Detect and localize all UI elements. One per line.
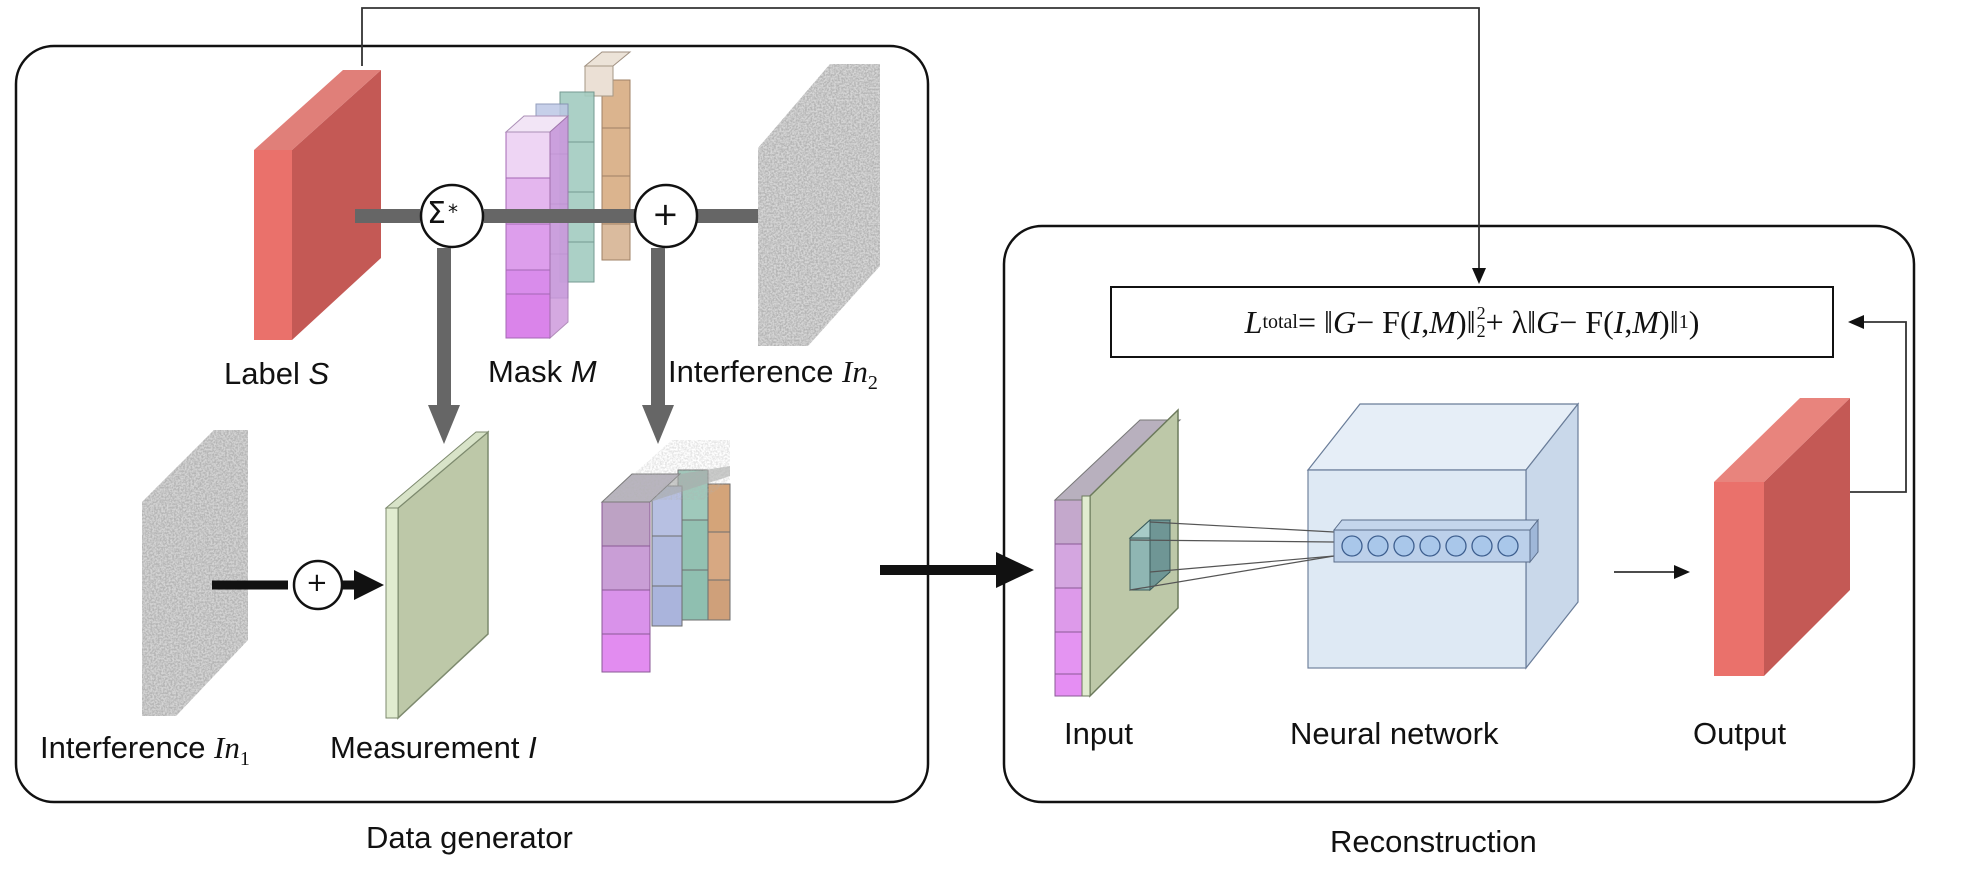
formula-comma1: , (1421, 303, 1430, 340)
label-s-prefix: Label (224, 356, 309, 391)
formula-G1: G (1333, 303, 1357, 340)
formula-L-sub: total (1262, 310, 1298, 333)
formula-I1: I (1410, 303, 1422, 340)
formula-plus-lambda: + λ‖ (1485, 303, 1537, 340)
formula-sup1: 2 (1476, 303, 1486, 323)
measurement-i-prefix: Measurement (330, 730, 529, 765)
plus-operator-top (633, 183, 699, 249)
interference-in1-sub: 1 (239, 748, 250, 770)
formula-eq: = ‖ (1297, 303, 1334, 340)
mask-m-cubes (504, 51, 632, 340)
formula-minus2: − F( (1559, 303, 1614, 340)
formula-L: L (1244, 303, 1263, 340)
sum-symbol: Σ* (427, 199, 458, 229)
formula-minus1: − F( (1356, 303, 1411, 340)
nn-to-output-arrow (1614, 565, 1690, 579)
interference-in2-caption: Interference In2 (668, 356, 878, 393)
data-generator-panel (14, 44, 930, 804)
plus-symbol-bottom: + (306, 568, 328, 598)
interference-in1-var: In (214, 730, 240, 765)
mask-m-prefix: Mask (488, 354, 571, 389)
measurement-i-slab (384, 430, 490, 720)
interference-in1-slab (142, 430, 248, 716)
neural-network-caption: Neural network (1290, 716, 1499, 751)
reconstruction-caption: Reconstruction (1330, 824, 1537, 859)
neural-network-cube (1129, 402, 1580, 670)
interference-in2-var: In (842, 354, 868, 389)
formula-sub1: 2 (1476, 321, 1486, 341)
formula-G2: G (1536, 303, 1560, 340)
formula-close1: )‖ (1455, 303, 1476, 340)
formula-sub2: 1 (1678, 310, 1689, 333)
interference-in2-slab (758, 64, 880, 346)
formula-comma2: , (1624, 303, 1633, 340)
label-s-var: S (308, 356, 330, 391)
measurement-i-var: I (528, 730, 537, 765)
masked-measurement-cubes (600, 440, 731, 673)
plus-symbol-top: + (652, 195, 679, 233)
formula-M2: M (1632, 303, 1660, 340)
interference-in2-sub: 2 (867, 372, 878, 394)
interference-in1-caption: Interference In1 (40, 732, 250, 769)
data-generator-caption: Data generator (366, 820, 573, 855)
input-caption: Input (1064, 716, 1133, 751)
sum-sigma: Σ (427, 196, 446, 231)
plus-operator-bottom (212, 559, 384, 611)
output-caption: Output (1693, 716, 1787, 751)
formula-close2: )‖ (1659, 303, 1679, 340)
formula-I2: I (1613, 303, 1625, 340)
interference-in1-prefix: Interference (40, 730, 215, 765)
sum-star: * (447, 200, 458, 224)
sum-down-arrow (428, 248, 460, 444)
sum-operator (419, 183, 485, 249)
reconstruction-panel (1002, 224, 1916, 804)
output-to-loss-line (1848, 315, 1907, 493)
interference-in2-prefix: Interference (668, 354, 843, 389)
generator-to-reconstruction-arrow (880, 552, 1034, 588)
label-s-block (254, 70, 381, 340)
mask-m-var: M (570, 354, 597, 389)
formula-tail: ) (1688, 303, 1700, 340)
mask-m-caption: Mask M (488, 356, 597, 387)
output-block (1714, 398, 1850, 676)
formula-M1: M (1429, 303, 1456, 340)
measurement-i-caption: Measurement I (330, 732, 537, 763)
label-to-loss-line (361, 7, 1486, 284)
plus-down-arrow (642, 248, 674, 444)
label-s-caption: Label S (224, 358, 329, 389)
input-stack (1053, 408, 1182, 698)
